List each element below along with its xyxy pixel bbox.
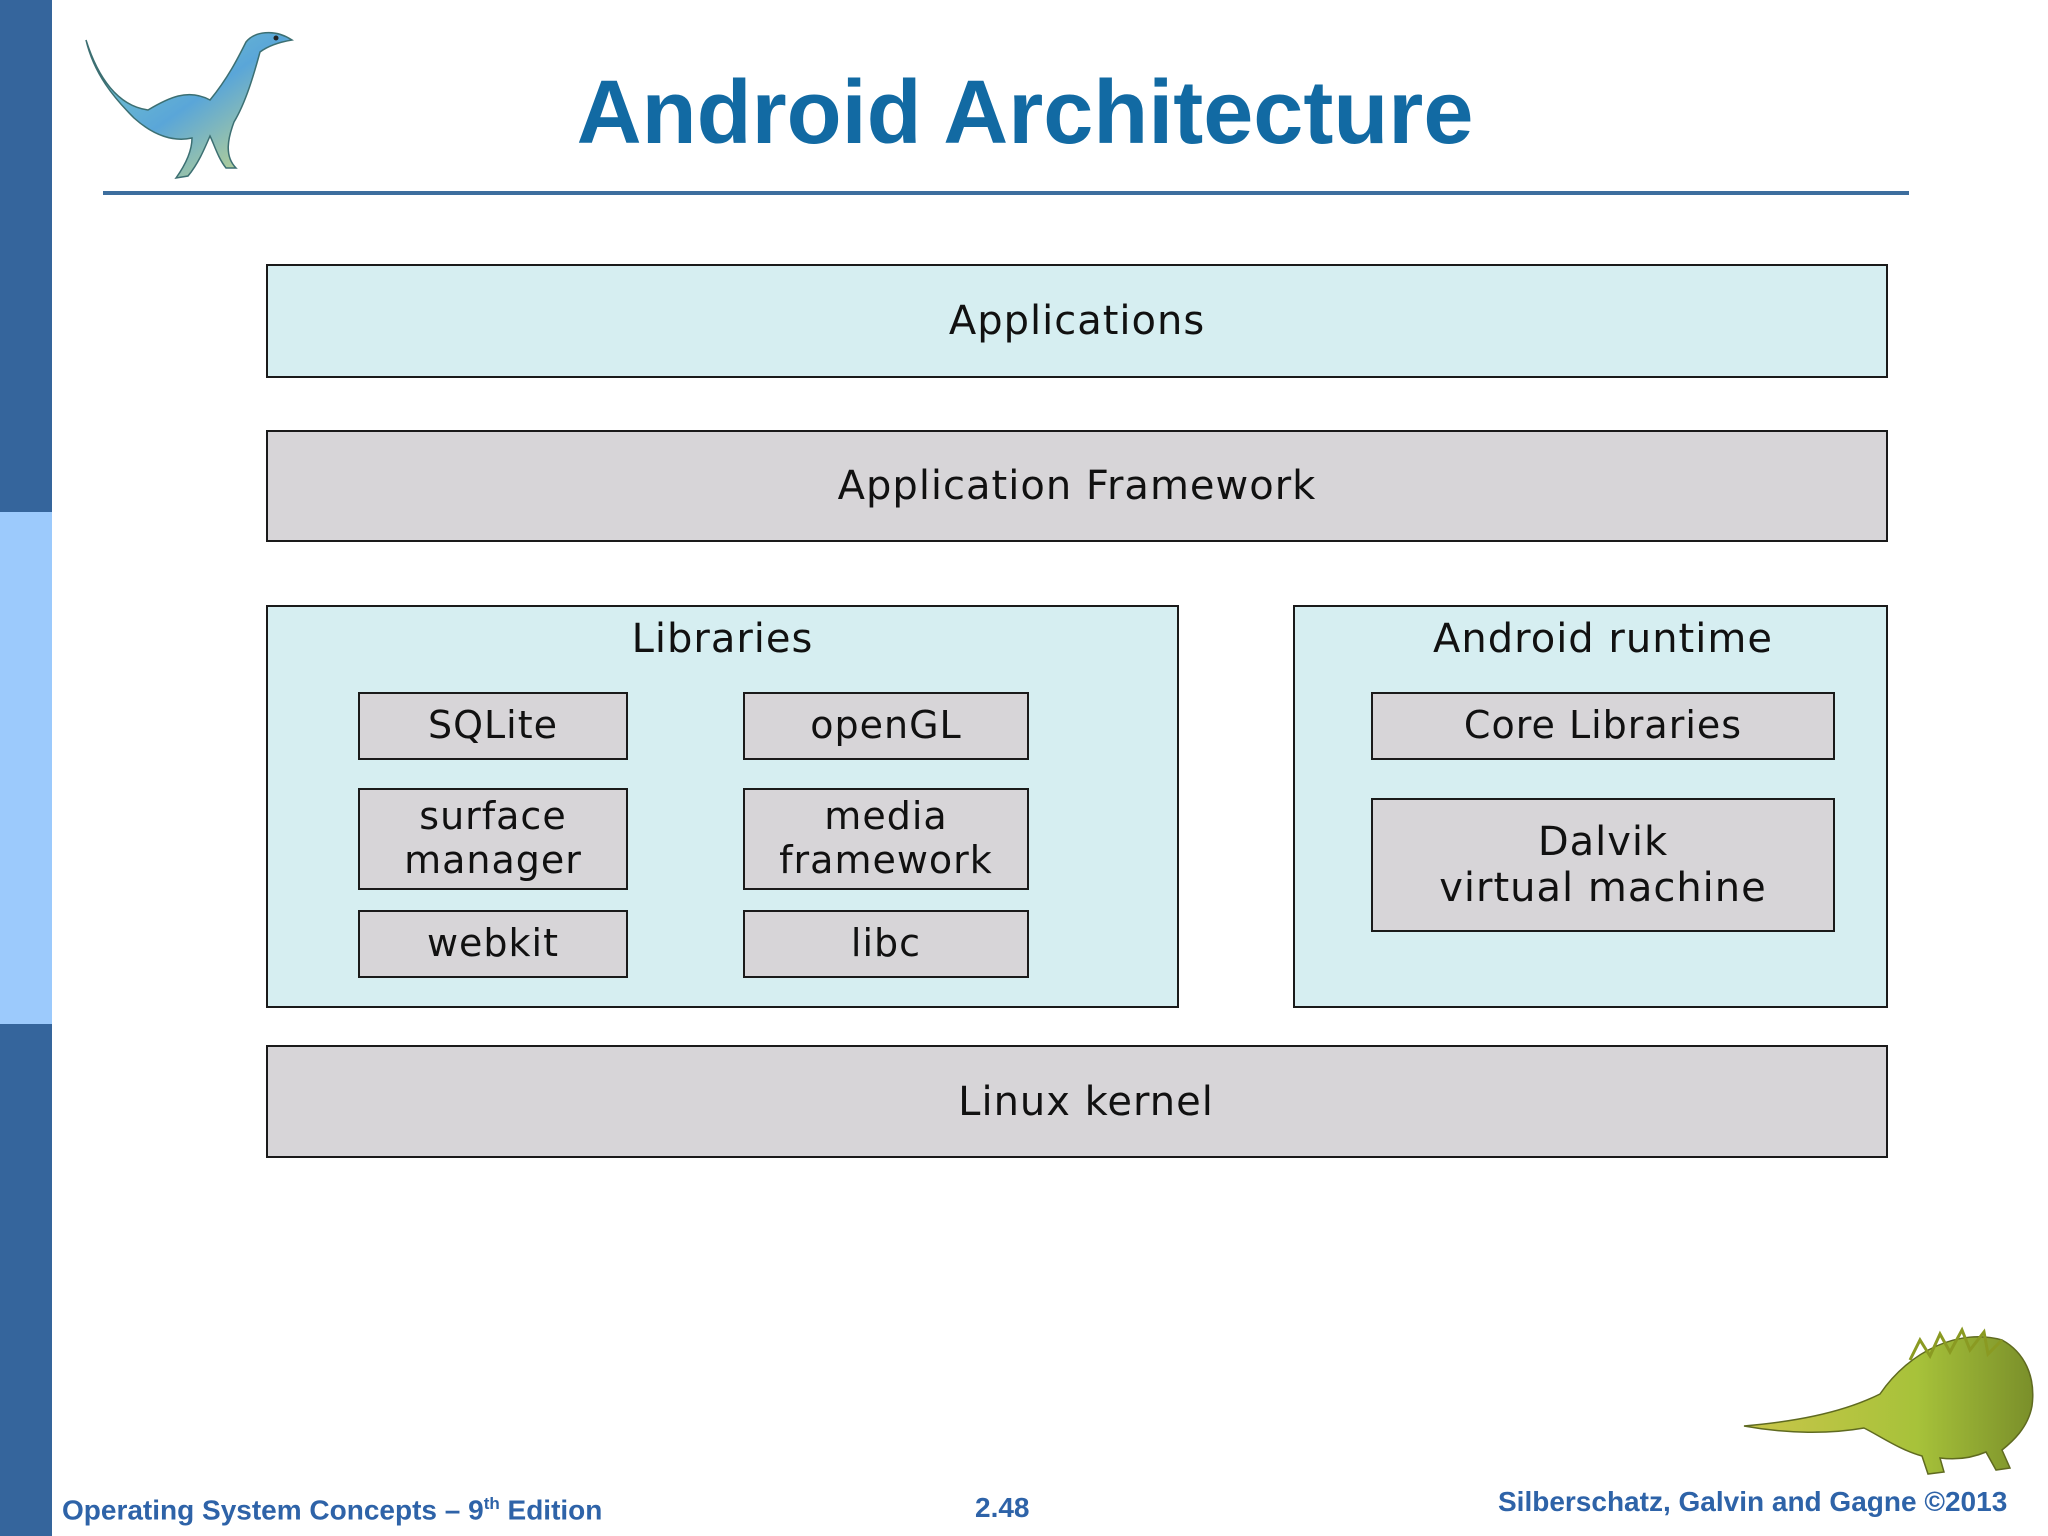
- applications-layer: Applications: [266, 264, 1888, 378]
- linux-kernel-layer: Linux kernel: [266, 1045, 1888, 1158]
- library-sqlite-label: SQLite: [427, 703, 559, 748]
- title-divider: [103, 191, 1909, 195]
- android-runtime-title: Android runtime: [1433, 616, 1773, 662]
- library-libc-label: libc: [850, 921, 922, 966]
- applications-label: Applications: [948, 298, 1206, 344]
- linux-kernel-label: Linux kernel: [958, 1078, 1214, 1125]
- library-webkit: webkit: [358, 910, 628, 978]
- library-media-framework-label: media framework: [779, 794, 993, 882]
- dalvik-vm-label: Dalvik virtual machine: [1439, 819, 1767, 911]
- application-framework-layer: Application Framework: [266, 430, 1888, 542]
- footer-book-title-suffix: Edition: [499, 1494, 603, 1526]
- footer-authors: Silberschatz, Galvin and Gagne ©2013: [1498, 1486, 2008, 1517]
- library-opengl: openGL: [743, 692, 1029, 760]
- core-libraries-label: Core Libraries: [1463, 703, 1743, 748]
- footer-page-number: 2.48: [975, 1492, 1030, 1523]
- sidebar-band-top: [0, 0, 52, 512]
- sidebar-band-middle: [0, 512, 52, 1024]
- dinosaur-logo-icon: [85, 31, 294, 180]
- page-title: Android Architecture: [576, 63, 1474, 163]
- library-media-framework: media framework: [743, 788, 1029, 890]
- dalvik-vm-box: Dalvik virtual machine: [1371, 798, 1835, 932]
- core-libraries-box: Core Libraries: [1371, 692, 1835, 760]
- library-surface-manager: surface manager: [358, 788, 628, 890]
- library-sqlite: SQLite: [358, 692, 628, 760]
- footer-book-title-prefix: Operating System Concepts – 9: [62, 1494, 484, 1526]
- libraries-title: Libraries: [631, 616, 814, 662]
- application-framework-label: Application Framework: [837, 463, 1317, 509]
- footer-book-title-sup: th: [483, 1494, 500, 1513]
- dinosaur-footer-icon: [1743, 1326, 2034, 1475]
- library-webkit-label: webkit: [426, 921, 560, 966]
- library-surface-manager-label: surface manager: [404, 794, 582, 882]
- sidebar-band-bottom: [0, 1024, 52, 1536]
- library-libc: libc: [743, 910, 1029, 978]
- footer-book-title: Operating System Concepts – 9th Edition: [62, 1494, 602, 1526]
- library-opengl-label: openGL: [810, 703, 962, 748]
